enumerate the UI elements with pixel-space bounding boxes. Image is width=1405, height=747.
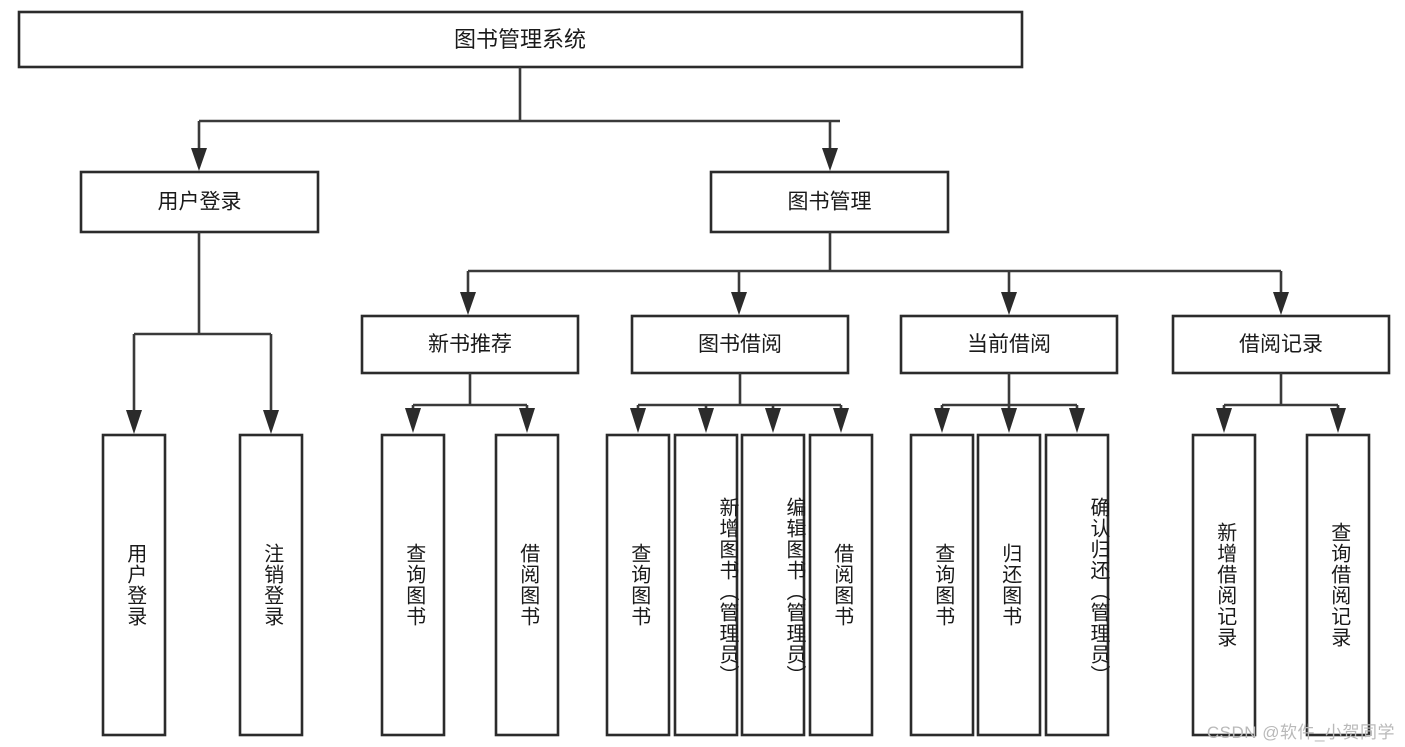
arrowhead-userlogin-leaf1 <box>126 410 142 434</box>
node-book-management[interactable]: 图书管理 <box>709 170 950 234</box>
arrowhead-bookborrow-l1 <box>630 408 646 433</box>
node-user-login[interactable]: 用户登录 <box>79 170 320 234</box>
arrowhead-root-to-bookmgmt <box>822 148 838 171</box>
arrowhead-bookborrow-l2 <box>698 408 714 433</box>
arrowhead-userlogin-leaf2 <box>263 410 279 434</box>
leaf-box-bookborrow-1[interactable] <box>605 433 671 737</box>
leaf-box-currentborrow-3[interactable] <box>1044 433 1110 737</box>
node-borrow-record-box <box>1171 314 1391 375</box>
arrowhead-currentborrow-l2 <box>1001 408 1017 433</box>
leaf-box-bookborrow-3[interactable] <box>740 433 806 737</box>
node-book-borrow-box <box>630 314 850 375</box>
leaf-box-newbook-1[interactable] <box>380 433 446 737</box>
arrowhead-bookmgmt-c2 <box>731 292 747 315</box>
leaf-box-borrowrecord-1[interactable] <box>1191 433 1257 737</box>
watermark-text: CSDN @软件_小贺同学 <box>1206 723 1395 742</box>
arrowhead-bookmgmt-c3 <box>1001 292 1017 315</box>
leaf-box-newbook-2[interactable] <box>494 433 560 737</box>
node-borrow-record[interactable]: 借阅记录 <box>1171 314 1391 375</box>
arrowhead-currentborrow-l1 <box>934 408 950 433</box>
node-current-borrow-box <box>899 314 1119 375</box>
node-user-login-label: 用户登录 <box>158 191 242 214</box>
leaf-box-bookborrow-2[interactable] <box>673 433 739 737</box>
node-book-borrow-label: 图书借阅 <box>698 333 782 356</box>
arrowhead-bookmgmt-c4 <box>1273 292 1289 315</box>
node-book-borrow[interactable]: 图书借阅 <box>630 314 850 375</box>
node-new-book-recommend[interactable]: 新书推荐 <box>360 314 580 375</box>
node-current-borrow[interactable]: 当前借阅 <box>899 314 1119 375</box>
node-new-book-recommend-box <box>360 314 580 375</box>
arrowhead-borrowrecord-l1 <box>1216 408 1232 433</box>
node-root-system-box <box>17 10 1024 69</box>
leaf-box-user-login-1[interactable] <box>101 433 167 737</box>
leaf-box-user-login-2[interactable] <box>238 433 304 737</box>
node-root-system[interactable]: 图书管理系统 <box>17 10 1024 69</box>
leaf-box-currentborrow-1[interactable] <box>909 433 975 737</box>
arrowhead-newbook-l1 <box>405 408 421 433</box>
node-book-management-box <box>709 170 950 234</box>
node-root-system-label: 图书管理系统 <box>454 27 586 52</box>
arrowhead-bookmgmt-c1 <box>460 292 476 315</box>
leaf-box-currentborrow-2[interactable] <box>976 433 1042 737</box>
arrowhead-borrowrecord-l2 <box>1330 408 1346 433</box>
arrowhead-bookborrow-l4 <box>833 408 849 433</box>
arrowhead-currentborrow-l3 <box>1069 408 1085 433</box>
node-current-borrow-label: 当前借阅 <box>967 333 1051 356</box>
leaf-box-borrowrecord-2[interactable] <box>1305 433 1371 737</box>
arrowhead-newbook-l2 <box>519 408 535 433</box>
leaf-box-bookborrow-4[interactable] <box>808 433 874 737</box>
node-borrow-record-label: 借阅记录 <box>1239 333 1323 356</box>
arrowhead-root-to-login <box>191 148 207 171</box>
arrowhead-bookborrow-l3 <box>765 408 781 433</box>
node-new-book-recommend-label: 新书推荐 <box>428 333 512 356</box>
node-book-management-label: 图书管理 <box>788 191 872 214</box>
